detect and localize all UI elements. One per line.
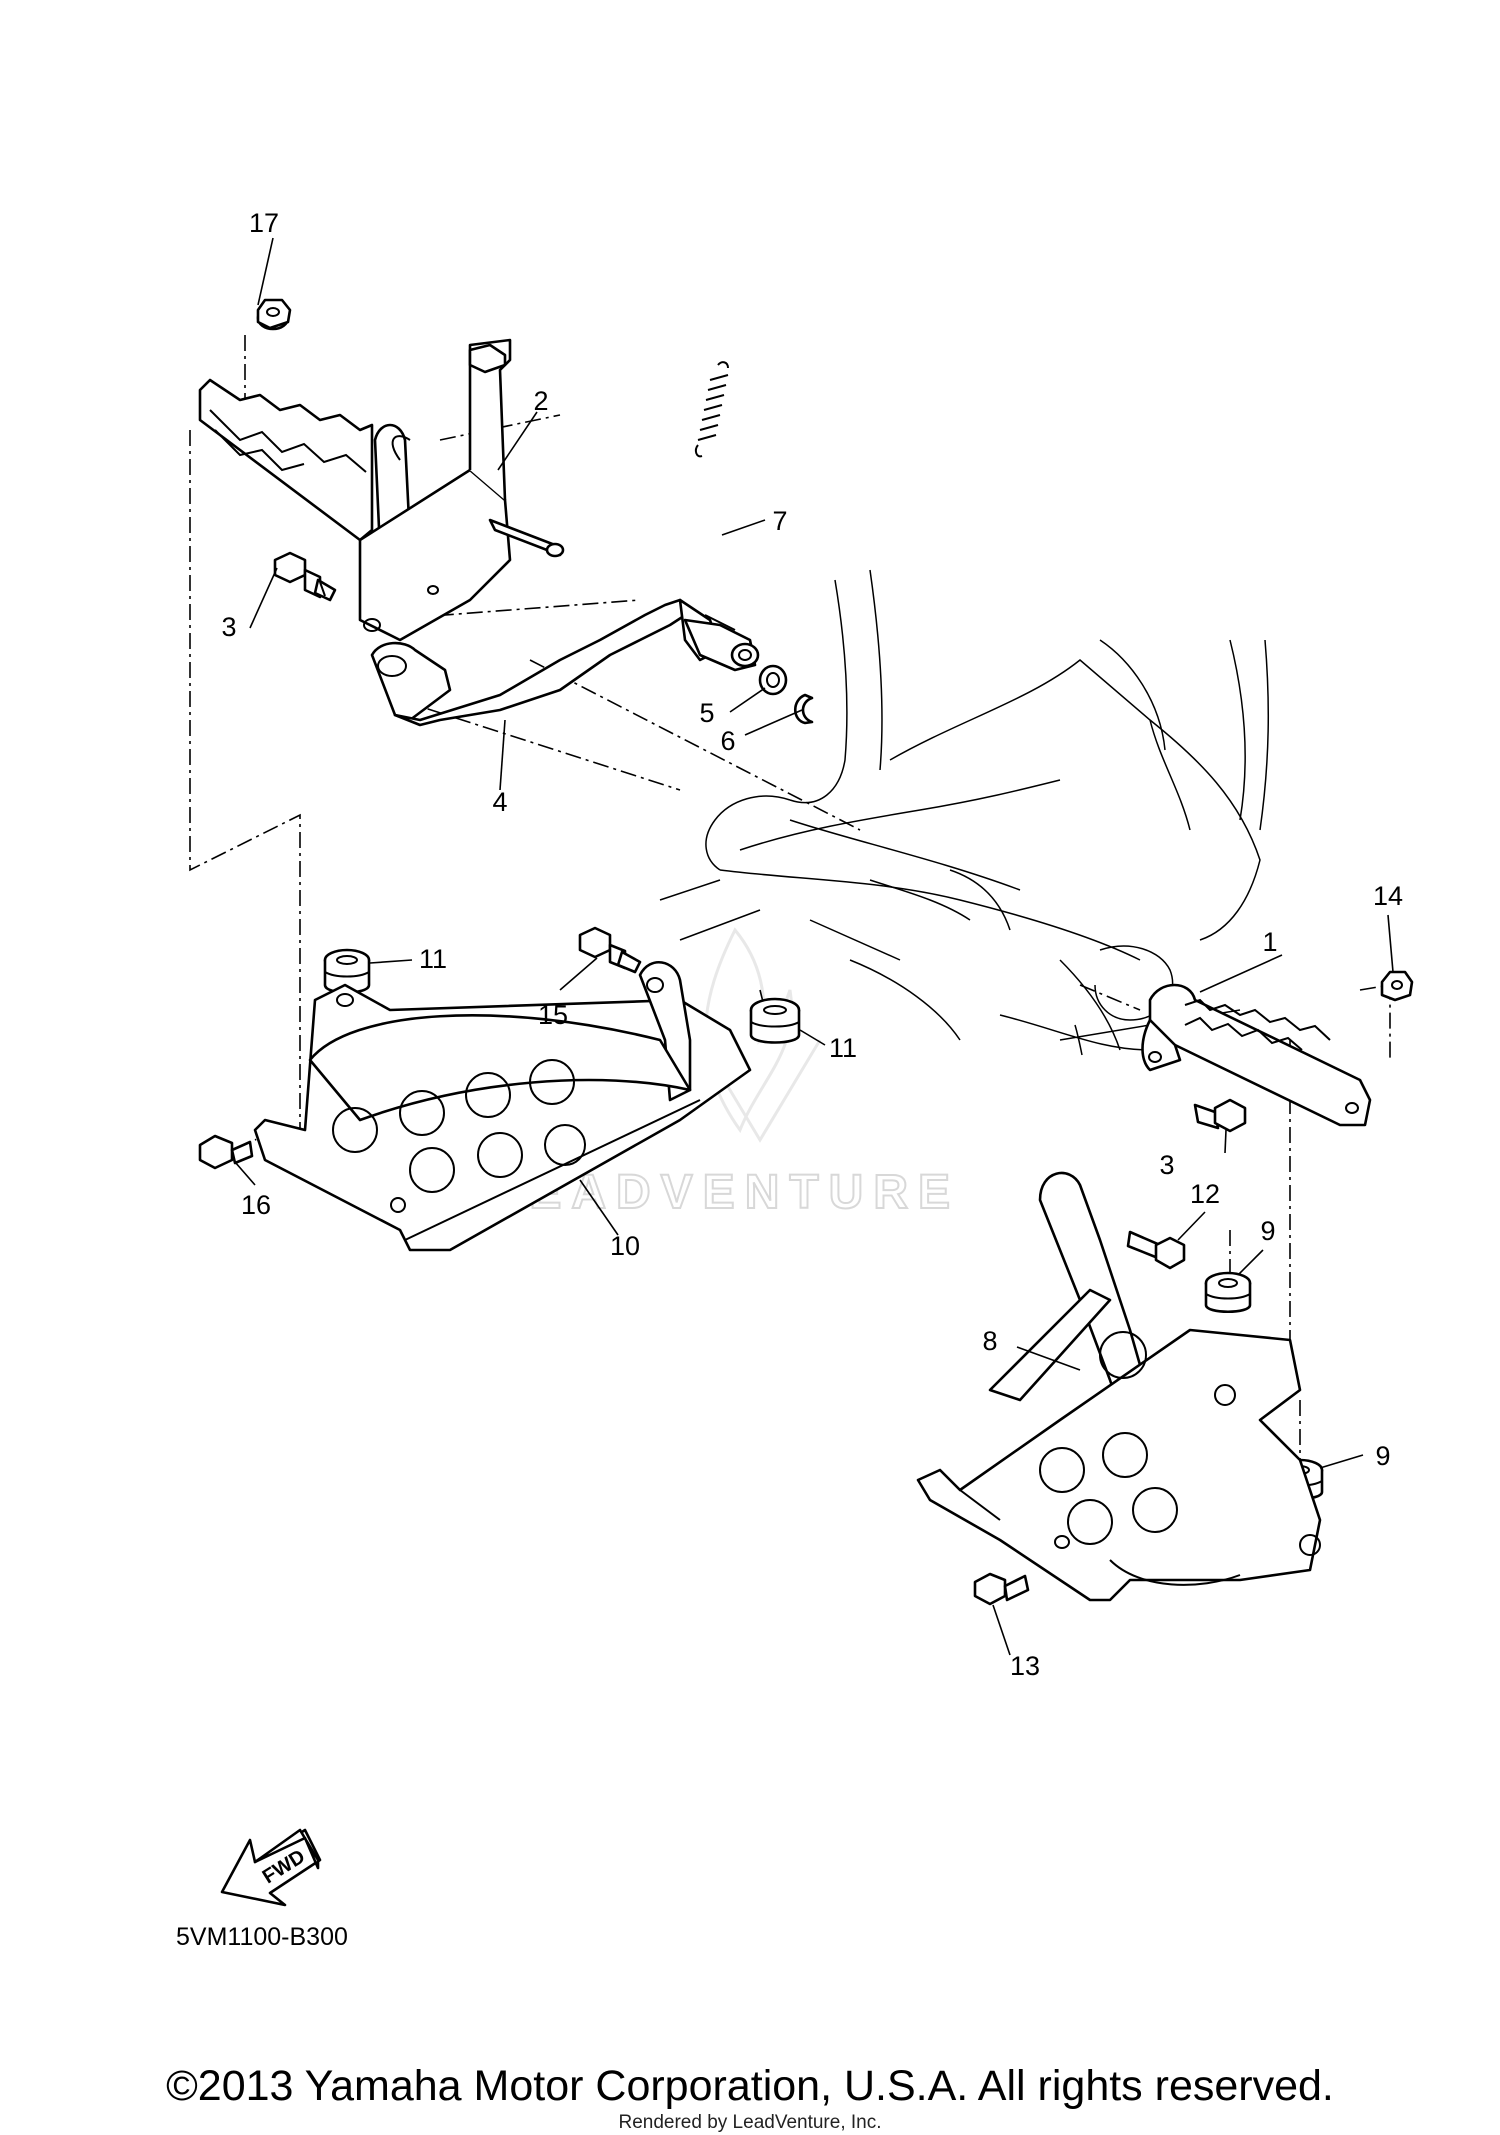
callout-1: 1 [1262,927,1277,957]
diagram-code: 5VM1100-B300 [176,1923,348,1951]
copyright-notice: ©2013 Yamaha Motor Corporation, U.S.A. A… [166,2062,1334,2110]
callout-12: 12 [1190,1179,1220,1209]
callouts: 17 2 7 3 5 6 4 14 11 1 15 11 3 16 12 10 … [221,208,1403,1681]
grommet-part-11-right [749,997,801,1044]
callout-3-right: 3 [1159,1150,1174,1180]
pivot-pin [488,518,565,558]
bolt-part-13 [973,1572,1030,1606]
callout-9-lower: 9 [1375,1441,1390,1471]
callout-10: 10 [610,1231,640,1261]
callout-13: 13 [1010,1651,1040,1681]
callout-17: 17 [249,208,279,238]
callout-8: 8 [982,1326,997,1356]
left-guard-plate-part-10 [253,960,752,1252]
bolt-part-15 [578,926,642,974]
callout-2: 2 [533,386,548,416]
callout-16: 16 [241,1190,271,1220]
callout-4: 4 [492,787,507,817]
grommet-part-11-left [323,948,371,994]
frame-outline [659,569,1270,1056]
callout-11-right: 11 [829,1033,857,1063]
rendered-by-notice: Rendered by LeadVenture, Inc. [618,2112,882,2133]
callout-5: 5 [699,698,714,728]
washer-part-5 [758,664,788,696]
spring-part-7 [694,361,729,458]
bolt-part-16 [198,1134,254,1170]
right-guard-plate-part-8 [916,1171,1322,1602]
callout-11-left: 11 [419,944,447,974]
callout-14: 14 [1373,881,1403,911]
bolt-part-12 [1126,1230,1186,1270]
callout-6: 6 [720,726,735,756]
callout-15: 15 [538,1000,568,1030]
nut-part-14 [1380,970,1414,1002]
leader-lines [234,237,1394,1656]
right-footrest-part-1 [1141,983,1372,1127]
bolt-part-3-right [1193,1098,1247,1133]
left-footrest-bracket-part-2 [198,338,512,642]
circlip-part-6 [793,693,814,725]
nut-part-17 [256,298,292,331]
callout-7: 7 [772,506,787,536]
grommet-part-9-upper [1204,1271,1252,1314]
bolt-part-3-left [273,551,337,602]
callout-9-upper: 9 [1260,1216,1275,1246]
callout-3-left: 3 [221,612,236,642]
brake-pedal-part-4 [370,598,760,727]
fwd-arrow-icon: FWD [220,1828,322,1907]
